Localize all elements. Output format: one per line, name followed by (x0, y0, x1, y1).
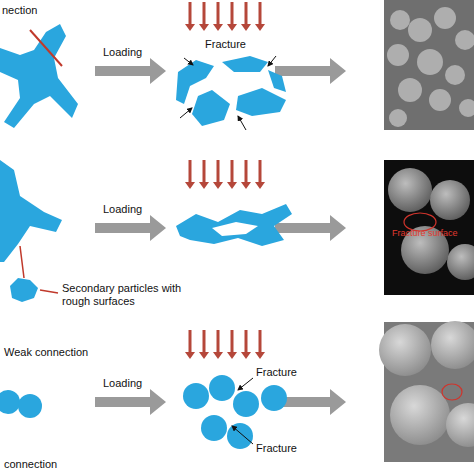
fracture-label: Fracture (205, 38, 246, 51)
process-label: Loading (103, 377, 142, 390)
fracture-label: Fracture (256, 442, 297, 455)
process-label: Loading (103, 203, 142, 216)
fracture-label: Fracture (256, 366, 297, 379)
connection-label: connection (4, 458, 57, 471)
particle-note: Secondary particles with rough surfaces (62, 282, 192, 307)
connection-label: nection (2, 4, 37, 17)
image-annotation: Fracture surface (392, 228, 458, 238)
process-label: Loading (103, 46, 142, 59)
connection-label: Weak connection (4, 346, 88, 359)
